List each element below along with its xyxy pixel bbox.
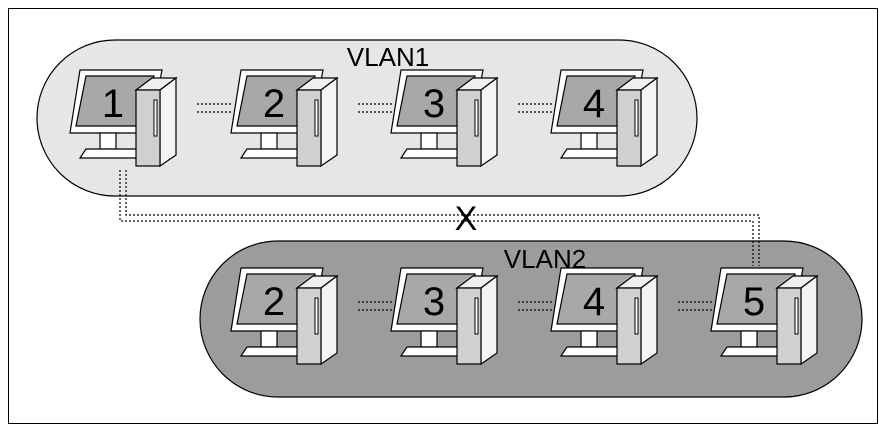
computer: 2 (230, 267, 339, 366)
tower-side (640, 274, 658, 366)
computer: 1 (69, 69, 178, 168)
tower-drive-slot (153, 99, 158, 137)
monitor-neck (420, 132, 438, 150)
tower-drive-slot (794, 297, 799, 335)
computer-number: 3 (423, 280, 445, 324)
monitor-base (559, 148, 624, 159)
vlan1-group (36, 39, 698, 197)
computer-number: 5 (743, 280, 765, 324)
computer: 2 (230, 69, 339, 168)
monitor-base (399, 346, 464, 357)
computer: 3 (390, 69, 499, 168)
monitor-neck (260, 132, 278, 150)
computer-number: 4 (583, 280, 605, 324)
vlan2-group (199, 240, 863, 398)
tower-side (480, 274, 498, 366)
vlan1-links (197, 103, 552, 113)
monitor-base (559, 346, 624, 357)
monitor-base (399, 148, 464, 159)
tower-drive-slot (474, 99, 479, 137)
computer-number: 3 (423, 82, 445, 126)
vlan1-label: VLAN1 (347, 42, 429, 72)
vlan2-links (358, 301, 712, 311)
tower-drive-slot (314, 297, 319, 335)
tower-drive-slot (474, 297, 479, 335)
tower-side (640, 76, 658, 168)
inter-vlan-link (119, 170, 760, 266)
tower-drive-slot (314, 99, 319, 137)
blocked-link-mark: X (455, 200, 478, 238)
computer-number: 2 (263, 280, 285, 324)
tower-side (320, 76, 338, 168)
computer: 5 (710, 267, 819, 366)
tower-drive-slot (634, 99, 639, 137)
monitor-neck (580, 132, 598, 150)
computer: 3 (390, 267, 499, 366)
computer-number: 4 (583, 82, 605, 126)
monitor-base (239, 346, 304, 357)
tower-side (320, 274, 338, 366)
computer: 4 (550, 267, 659, 366)
tower-drive-slot (634, 297, 639, 335)
monitor-base (239, 148, 304, 159)
monitor-neck (260, 330, 278, 348)
monitor-neck (740, 330, 758, 348)
computer-number: 1 (102, 82, 124, 126)
monitor-neck (420, 330, 438, 348)
monitor-neck (580, 330, 598, 348)
monitor-base (719, 346, 784, 357)
computer-number: 2 (263, 82, 285, 126)
tower-side (480, 76, 498, 168)
computer: 4 (550, 69, 659, 168)
tower-side (800, 274, 818, 366)
tower-side (159, 76, 177, 168)
monitor-neck (99, 132, 117, 150)
monitor-base (78, 148, 143, 159)
